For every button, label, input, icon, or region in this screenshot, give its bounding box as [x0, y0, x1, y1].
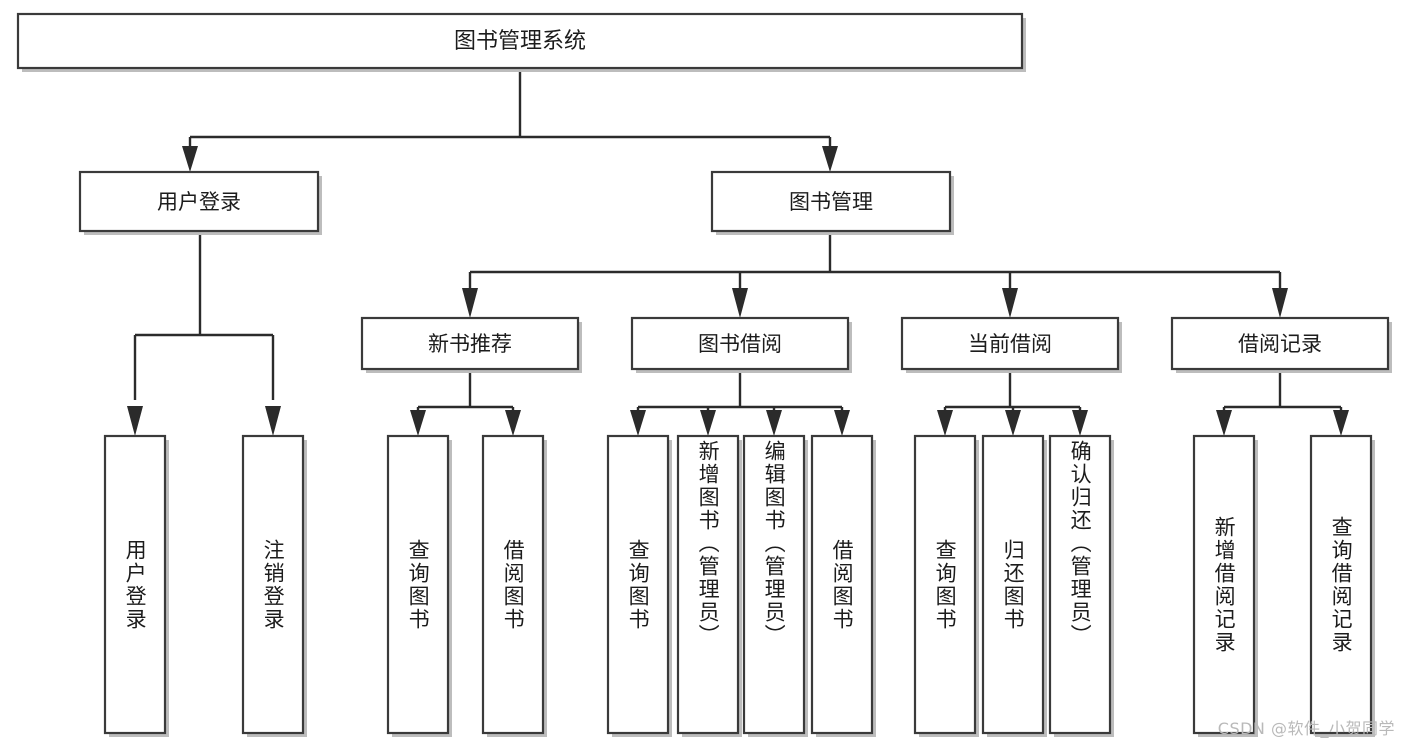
leaf-node-borrow-book-2[interactable] — [810, 434, 874, 735]
arrow-to-current-borrow — [1002, 288, 1018, 318]
arrow-to-leaf-query-book-1 — [410, 410, 426, 436]
connector-group — [127, 68, 1349, 436]
arrow-to-user-login — [182, 146, 198, 172]
leaf-node-add-record[interactable] — [1192, 434, 1256, 735]
arrow-to-leaf-borrow-book-2 — [834, 410, 850, 436]
node-group: 图书管理系统 用户登录 图书管理 新书推荐 图书借阅 当前借阅 借阅记录 — [16, 12, 1392, 737]
arrow-to-new-book-recommend — [462, 288, 478, 318]
leaf-node-query-book-1[interactable] — [386, 434, 450, 735]
leaf-node-return-book[interactable] — [981, 434, 1045, 735]
arrow-to-book-management — [822, 146, 838, 172]
arrow-to-leaf-query-record — [1333, 410, 1349, 436]
arrow-to-book-borrow — [732, 288, 748, 318]
leaf-node-add-book[interactable] — [676, 434, 740, 735]
leaf-node-query-book-3[interactable] — [913, 434, 977, 735]
leaf-node-borrow-book-1[interactable] — [481, 434, 545, 735]
leaf-node-edit-book[interactable] — [742, 434, 806, 735]
leaf-node-query-record[interactable] — [1309, 434, 1373, 735]
arrow-to-leaf-edit-book — [766, 410, 782, 436]
node-current-borrow-label: 当前借阅 — [968, 332, 1052, 356]
node-current-borrow-box[interactable] — [900, 316, 1120, 371]
arrow-to-leaf-query-book-2 — [630, 410, 646, 436]
arrow-to-leaf-user-login — [127, 406, 143, 436]
node-borrow-record-label: 借阅记录 — [1238, 332, 1322, 356]
leaf-node-confirm-return[interactable] — [1048, 434, 1112, 735]
node-new-book-recommend-box[interactable] — [360, 316, 580, 371]
arrow-to-leaf-confirm-return — [1072, 410, 1088, 436]
arrow-to-leaf-borrow-book-1 — [505, 410, 521, 436]
node-root-box[interactable] — [16, 12, 1024, 70]
node-book-borrow-box[interactable] — [630, 316, 850, 371]
node-book-management-label: 图书管理 — [789, 190, 873, 214]
arrow-to-leaf-return-book — [1005, 410, 1021, 436]
arrow-to-leaf-query-book-3 — [937, 410, 953, 436]
arrow-to-leaf-add-record — [1216, 410, 1232, 436]
arrow-to-leaf-add-book — [700, 410, 716, 436]
node-borrow-record-box[interactable] — [1170, 316, 1390, 371]
leaf-node-user-login[interactable] — [103, 434, 167, 735]
leaf-node-logout[interactable] — [241, 434, 305, 735]
node-book-management-box[interactable] — [710, 170, 952, 233]
arrow-to-leaf-logout — [265, 406, 281, 436]
node-root-label: 图书管理系统 — [454, 29, 586, 54]
node-new-book-recommend-label: 新书推荐 — [428, 332, 512, 356]
watermark-text: CSDN @软件_小贺同学 — [1217, 719, 1395, 738]
node-user-login-box[interactable] — [78, 170, 320, 233]
node-user-login-label: 用户登录 — [157, 190, 241, 214]
leaf-node-query-book-2[interactable] — [606, 434, 670, 735]
arrow-to-borrow-record — [1272, 288, 1288, 318]
node-book-borrow-label: 图书借阅 — [698, 332, 782, 356]
